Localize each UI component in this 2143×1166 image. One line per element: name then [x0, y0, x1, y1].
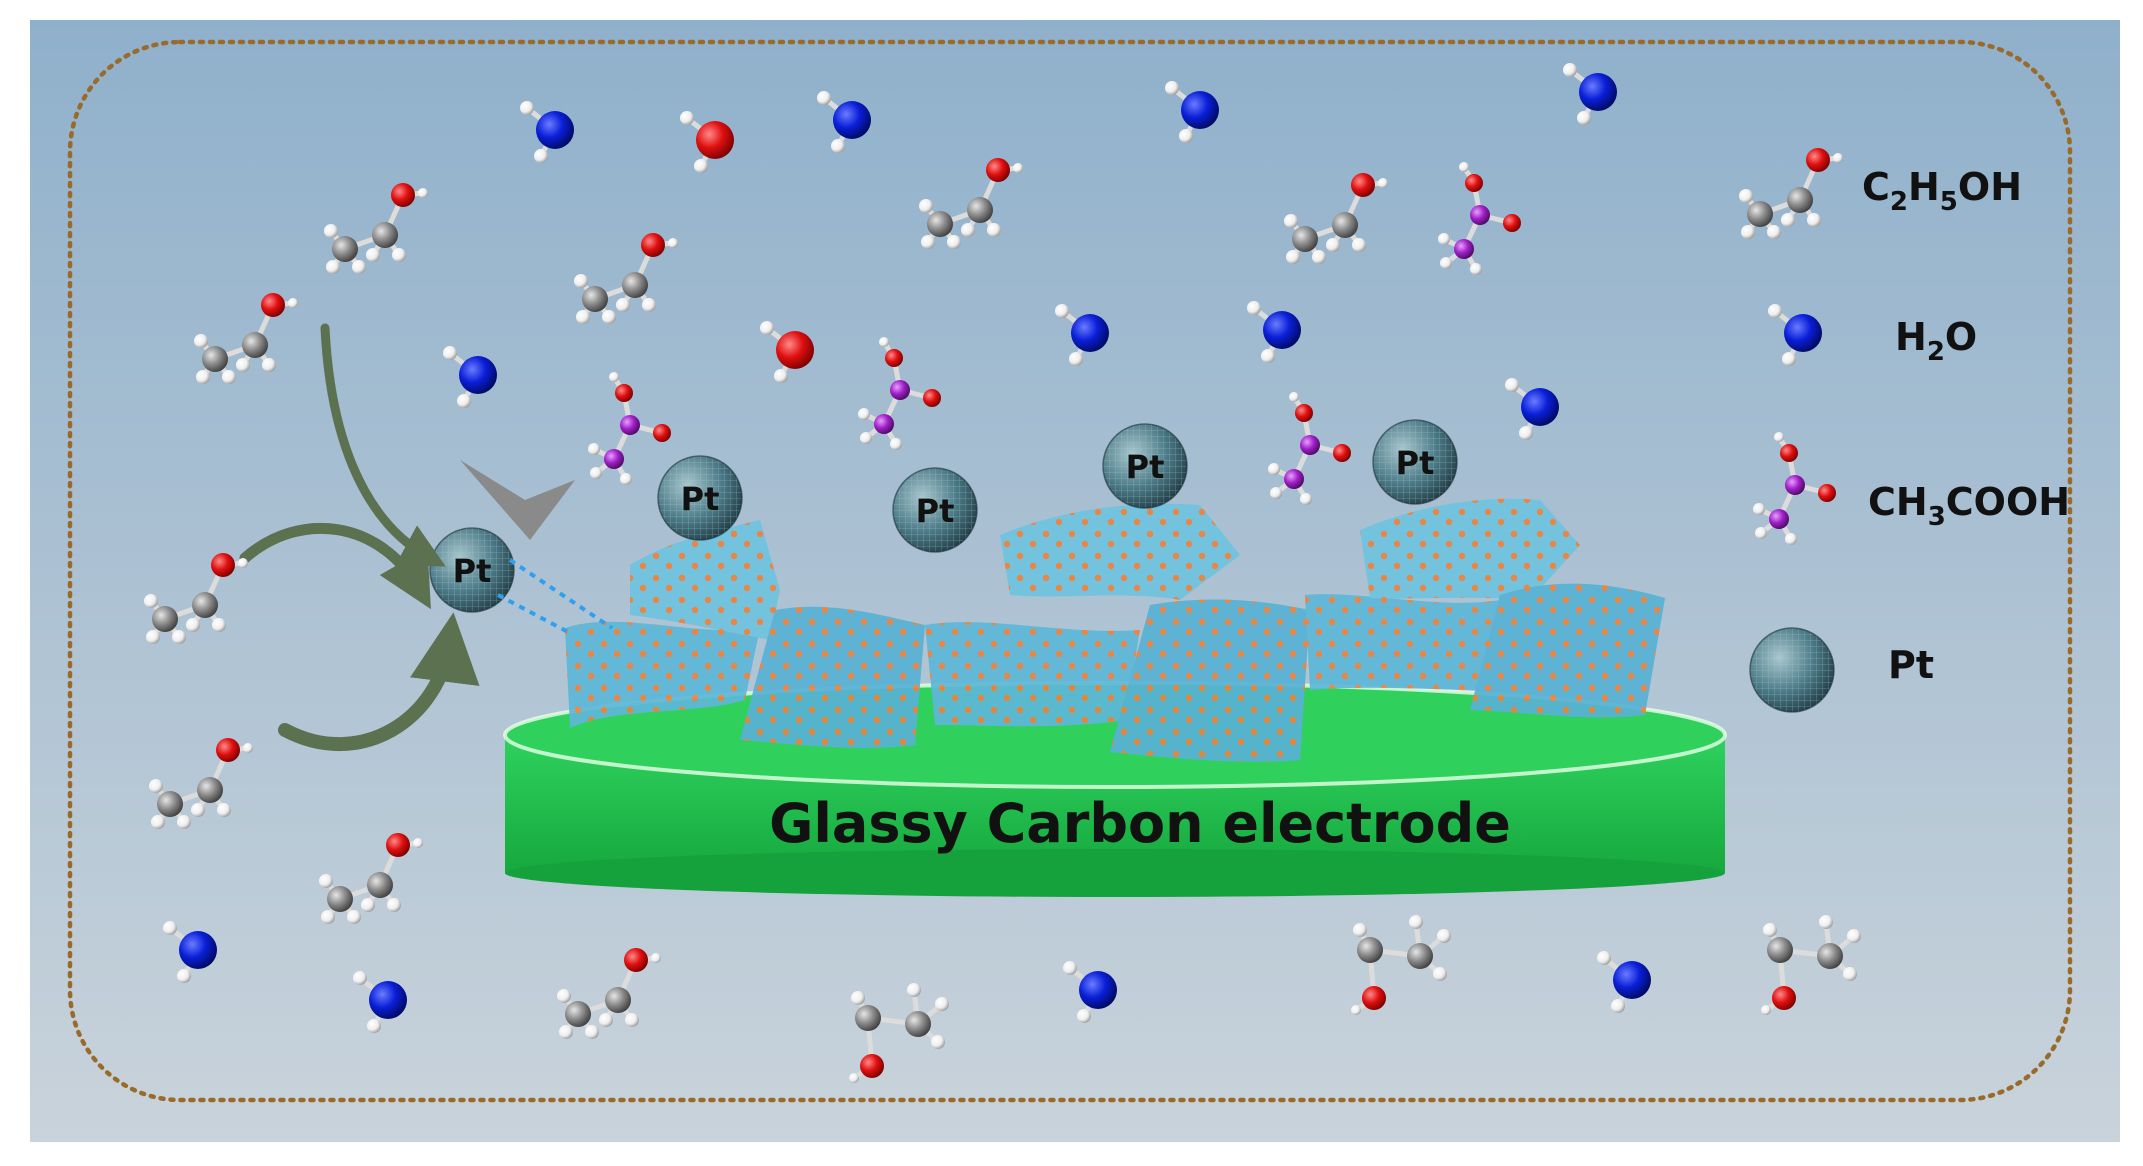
legend-text-part: O — [1945, 315, 1977, 359]
sheet — [1305, 594, 1500, 690]
legend-text-part: OH — [1958, 165, 2022, 209]
pt-nanoparticle-icon: Pt — [430, 528, 514, 612]
electrode-label: Glassy Carbon electrode — [769, 792, 1511, 855]
pt-label: Pt — [916, 492, 955, 530]
pt-nanoparticle-icon: Pt — [658, 456, 742, 540]
legend-text-part: 2 — [1927, 337, 1945, 367]
pt-nanoparticle-icon: Pt — [1373, 420, 1457, 504]
sheet — [925, 622, 1140, 726]
pt-label: Pt — [681, 480, 720, 518]
pt-nanoparticle-icon — [1750, 628, 1834, 712]
legend-text-part: C — [1862, 165, 1890, 209]
pt-nanoparticle-icon: Pt — [893, 468, 977, 552]
legend-text-part: H — [1895, 315, 1927, 359]
legend-text-part: 5 — [1940, 187, 1958, 217]
pt-label: Pt — [453, 552, 492, 590]
pt-nanoparticle-icon: Pt — [1103, 424, 1187, 508]
pt-label: Pt — [1126, 448, 1165, 486]
pt-label: Pt — [1396, 444, 1435, 482]
legend-text-part: CH — [1868, 480, 1928, 524]
legend-label-platinum: Pt — [1888, 643, 1934, 687]
legend-text-part: 2 — [1890, 187, 1908, 217]
legend-text-part: H — [1908, 165, 1940, 209]
legend-text-part: 3 — [1928, 502, 1946, 532]
sheet — [1470, 584, 1665, 718]
legend-text-part: COOH — [1946, 480, 2070, 524]
